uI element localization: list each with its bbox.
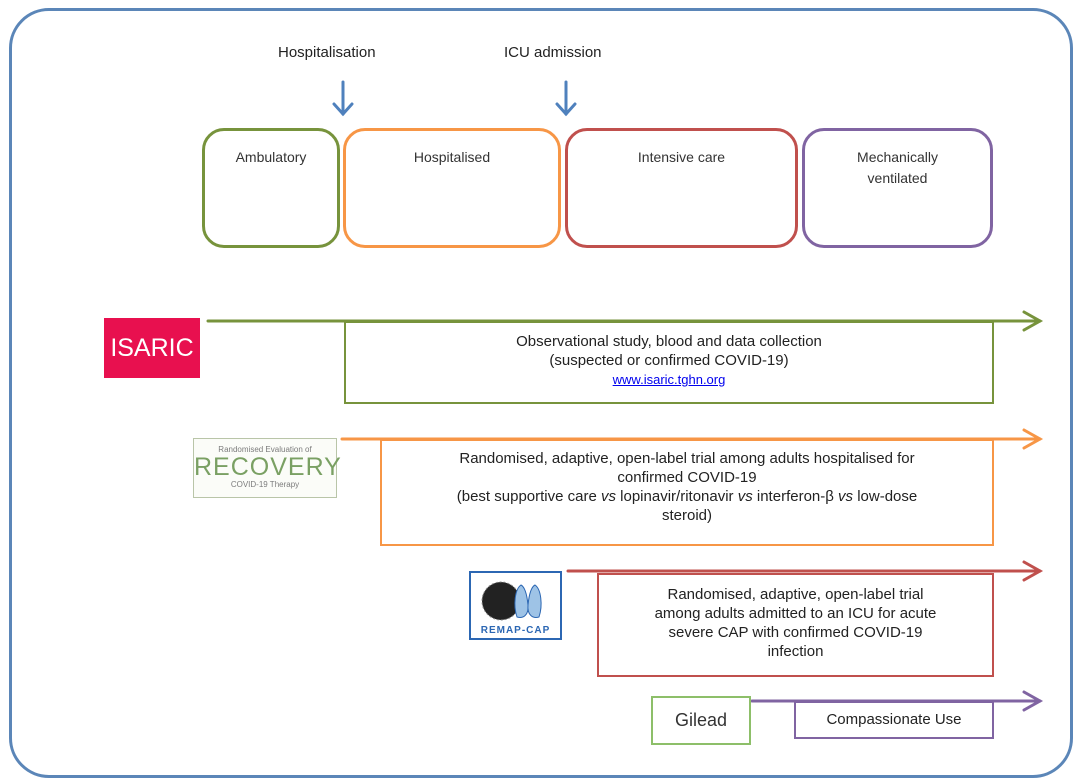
compassionate-use-label: Compassionate Use bbox=[826, 711, 962, 728]
isaric-line1: Observational study, blood and data coll… bbox=[516, 333, 822, 350]
stage-ambulatory-label: Ambulatory bbox=[235, 149, 307, 165]
remap-line3: severe CAP with confirmed COVID-19 bbox=[668, 624, 923, 641]
recovery-line3: (best supportive care vs lopinavir/riton… bbox=[456, 488, 918, 505]
compassionate-use-box: Compassionate Use bbox=[794, 701, 994, 739]
recovery-logo-main: RECOVERY bbox=[194, 453, 342, 481]
remap-cap-trial-box: Randomised, adaptive, open-label trial a… bbox=[597, 573, 994, 677]
remap-cap-logo-text: REMAP-CAP bbox=[480, 625, 551, 636]
isaric-line2: (suspected or confirmed COVID-19) bbox=[549, 352, 789, 369]
isaric-logo: ISARIC bbox=[104, 318, 200, 378]
stage-mechanically-ventilated: Mechanically ventilated bbox=[802, 128, 993, 248]
lungs-globe-icon bbox=[481, 581, 542, 621]
stage-hospitalised: Hospitalised bbox=[343, 128, 561, 248]
recovery-logo-bottom: COVID-19 Therapy bbox=[230, 480, 300, 489]
recovery-logo-top: Randomised Evaluation of bbox=[218, 445, 312, 454]
isaric-link[interactable]: www.isaric.tghn.org bbox=[612, 372, 726, 387]
hospitalisation-arrow bbox=[332, 80, 354, 117]
stage-mv-label-line2: ventilated bbox=[867, 170, 928, 186]
remap-cap-arrow bbox=[566, 560, 1044, 582]
icu-admission-label: ICU admission bbox=[504, 44, 602, 61]
stage-hospitalised-label: Hospitalised bbox=[413, 149, 491, 165]
remap-cap-logo: REMAP-CAP bbox=[469, 571, 562, 640]
isaric-study-box: Observational study, blood and data coll… bbox=[344, 321, 994, 404]
icu-admission-arrow bbox=[555, 80, 577, 117]
stage-mv-label-line1: Mechanically bbox=[857, 149, 938, 165]
recovery-logo: Randomised Evaluation of RECOVERY COVID-… bbox=[193, 438, 342, 498]
stage-intensive-care-label: Intensive care bbox=[637, 149, 726, 165]
recovery-line4: steroid) bbox=[661, 507, 713, 524]
recovery-line2: confirmed COVID-19 bbox=[617, 469, 757, 486]
stage-intensive-care: Intensive care bbox=[565, 128, 798, 248]
remap-line4: infection bbox=[767, 643, 824, 660]
recovery-line1: Randomised, adaptive, open-label trial a… bbox=[459, 450, 915, 467]
recovery-trial-box: Randomised, adaptive, open-label trial a… bbox=[380, 439, 994, 546]
gilead-logo: Gilead bbox=[651, 696, 751, 745]
remap-line2: among adults admitted to an ICU for acut… bbox=[654, 605, 937, 622]
hospitalisation-label: Hospitalisation bbox=[278, 44, 376, 61]
stage-ambulatory: Ambulatory bbox=[202, 128, 340, 248]
remap-line1: Randomised, adaptive, open-label trial bbox=[667, 586, 924, 603]
